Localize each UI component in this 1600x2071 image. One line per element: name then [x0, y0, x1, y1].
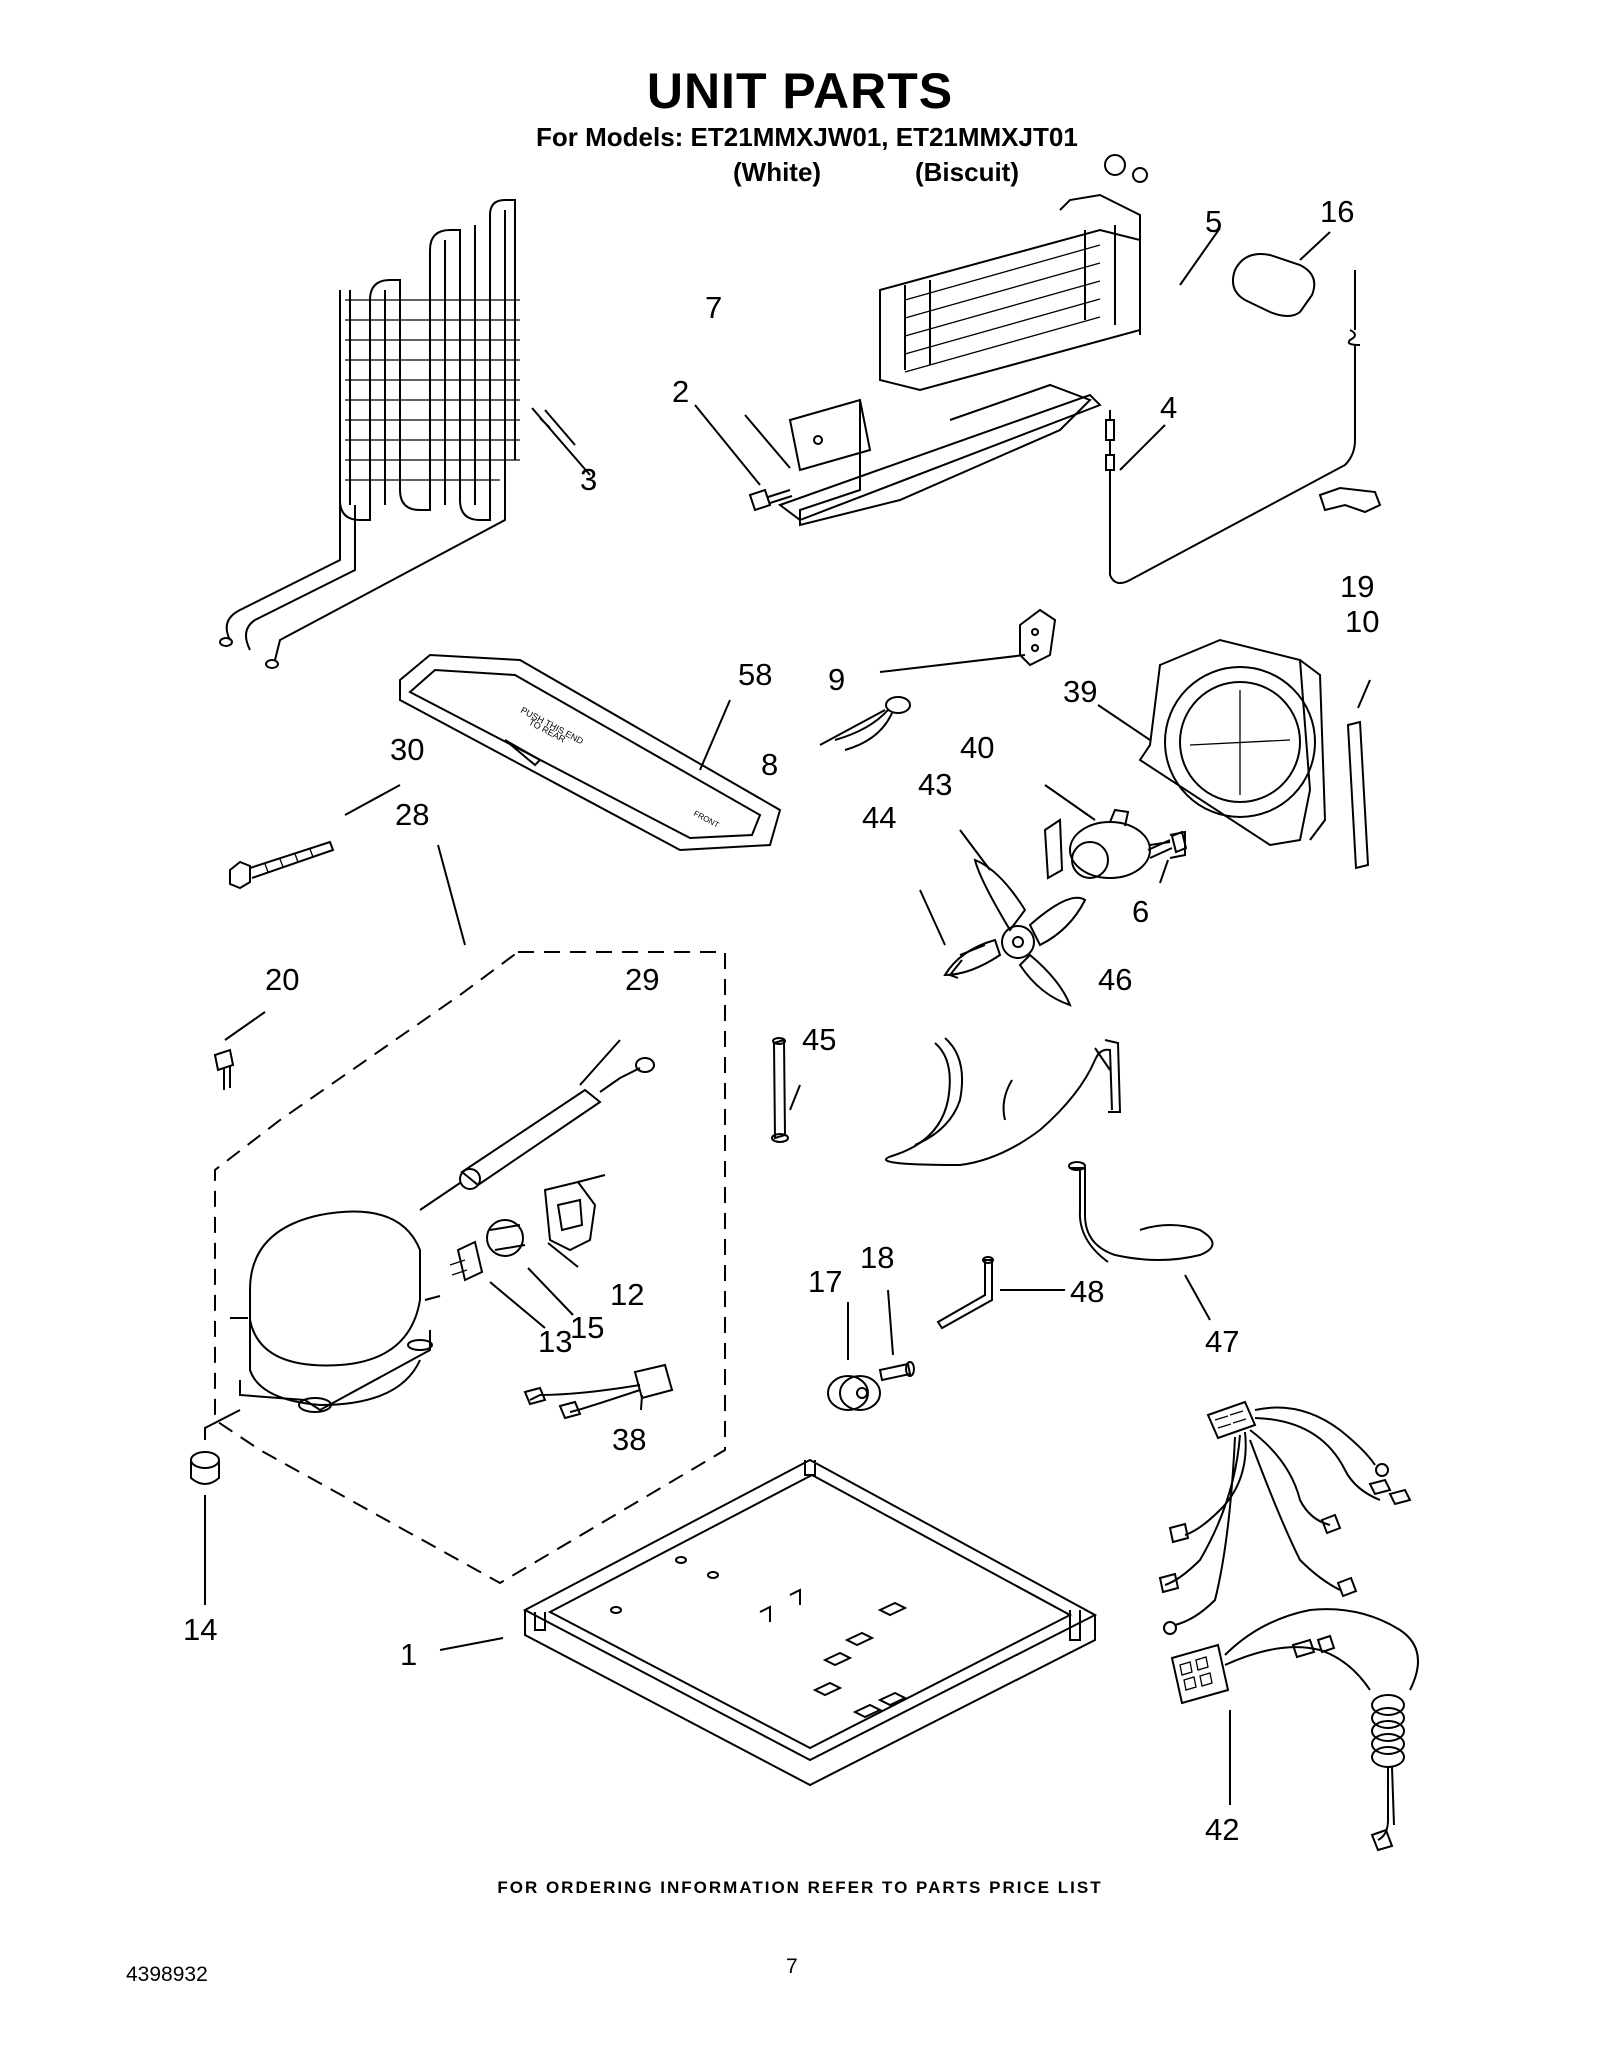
- tube-part-46: [884, 1037, 1122, 1167]
- callout-10: 10: [1345, 604, 1379, 639]
- callout-39: 39: [1063, 674, 1097, 709]
- condenser-coil: [219, 199, 520, 669]
- screw-part-20: [213, 1048, 235, 1090]
- callout-12: 12: [610, 1277, 644, 1312]
- callout-46: 46: [1098, 962, 1132, 997]
- evaporator-coil: [777, 154, 1148, 527]
- screw-part-2: [748, 488, 793, 512]
- roller-part-17: [827, 1375, 881, 1411]
- callout-1: 1: [400, 1637, 417, 1672]
- roller-pin-part-18: [878, 1361, 915, 1382]
- clip-part-44: [948, 944, 986, 979]
- page-number: 7: [786, 1955, 798, 1978]
- callout-numbers: 5 16 7 2 4 3 19 10 58 9 39 8 30 40 43 28…: [183, 194, 1379, 1847]
- cable-tie: [229, 840, 335, 890]
- callout-3: 3: [580, 462, 597, 497]
- callout-4: 4: [1160, 390, 1177, 425]
- callout-17: 17: [808, 1264, 842, 1299]
- fan-motor: [1043, 808, 1186, 880]
- ordering-note: FOR ORDERING INFORMATION REFER TO PARTS …: [497, 1878, 1103, 1897]
- callout-8: 8: [761, 747, 778, 782]
- overload-part-15: [486, 1219, 526, 1257]
- pan-front-label: FRONT: [692, 809, 721, 830]
- callout-43: 43: [918, 767, 952, 802]
- callout-30: 30: [390, 732, 424, 767]
- models-line: For Models: ET21MMXJW01, ET21MMXJT01: [536, 122, 1078, 152]
- callout-2: 2: [672, 374, 689, 409]
- compressor: [230, 1210, 441, 1413]
- callout-28: 28: [395, 797, 429, 832]
- callout-15: 15: [570, 1310, 604, 1345]
- callout-5: 5: [1205, 204, 1222, 239]
- model-color-biscuit: (Biscuit): [915, 157, 1019, 187]
- drain-pan: PUSH THIS END TO REAR FRONT: [399, 653, 782, 852]
- callout-18: 18: [860, 1240, 894, 1275]
- clip-part-19: [1318, 486, 1382, 514]
- callout-45: 45: [802, 1022, 836, 1057]
- grommet-part-14: [190, 1409, 241, 1485]
- callout-44: 44: [862, 800, 896, 835]
- cover-part-12: [543, 1174, 606, 1252]
- callout-6: 6: [1132, 894, 1149, 929]
- callout-38: 38: [612, 1422, 646, 1457]
- callout-40: 40: [960, 730, 994, 765]
- fan-blade: [943, 858, 1087, 1007]
- callout-13: 13: [538, 1324, 572, 1359]
- callout-7: 7: [705, 290, 722, 325]
- callout-16: 16: [1320, 194, 1354, 229]
- callout-58: 58: [738, 657, 772, 692]
- gasket-strip-part-10: [1346, 720, 1370, 870]
- document-number: 4398932: [126, 1963, 208, 1986]
- sensor-part-8: [834, 696, 911, 751]
- tube-part-47: [1068, 1161, 1214, 1263]
- callout-29: 29: [625, 962, 659, 997]
- relay-part-13: [449, 1240, 484, 1282]
- callout-47: 47: [1205, 1324, 1239, 1359]
- callout-14: 14: [183, 1612, 217, 1647]
- callout-9: 9: [828, 662, 845, 697]
- leader-lines: [204, 227, 1371, 1805]
- compressor-harness: [523, 1363, 674, 1420]
- fan-shroud: [1138, 638, 1327, 847]
- cap-part-16: [1232, 253, 1316, 317]
- defrost-sensor-wire: [1105, 270, 1361, 585]
- filter-drier: [419, 1057, 655, 1211]
- screw-part-6: [1147, 830, 1188, 859]
- post-part-45: [771, 1037, 789, 1143]
- model-color-white: (White): [733, 157, 822, 187]
- tube-part-48: [936, 1256, 994, 1330]
- page-title: UNIT PARTS: [646, 63, 954, 119]
- callout-42: 42: [1205, 1812, 1239, 1847]
- compressor-kit-boundary: [214, 951, 726, 1585]
- callout-48: 48: [1070, 1274, 1104, 1309]
- callout-19: 19: [1340, 569, 1374, 604]
- wiring-harness: [1158, 1400, 1419, 1852]
- base-frame: [522, 1458, 1098, 1787]
- callout-20: 20: [265, 962, 299, 997]
- bracket-part-9: [1019, 608, 1057, 667]
